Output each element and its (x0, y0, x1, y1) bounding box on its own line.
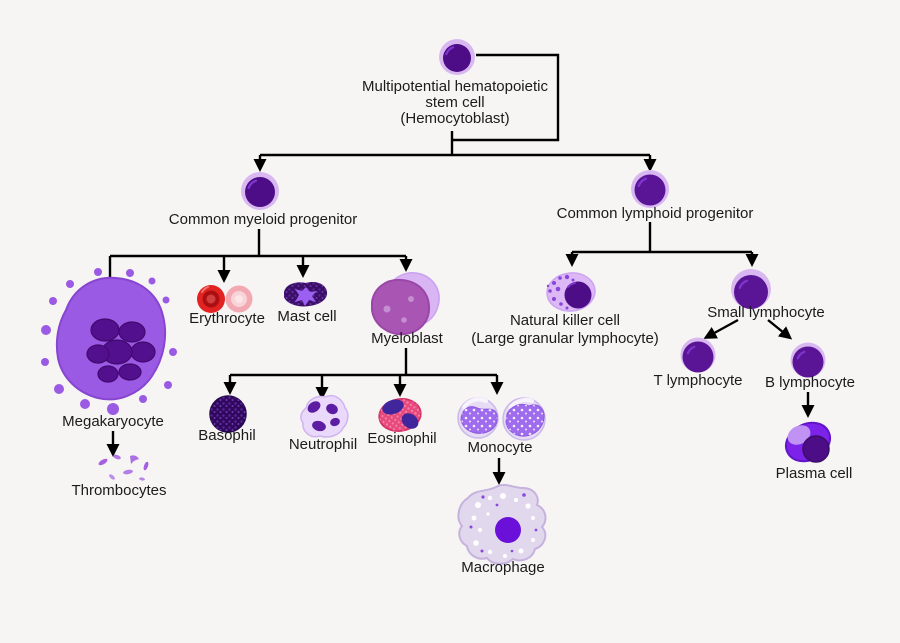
node-monocyte: Monocyte (457, 397, 546, 456)
monocyte-nucleus-speckles (461, 406, 498, 434)
node-megakaryocyte: Megakaryocyte (41, 268, 177, 430)
macrophage-nucleus (495, 517, 521, 543)
mast-cell-nucleus (295, 287, 317, 306)
lymphoid-progenitor-label: Common lymphoid progenitor (557, 205, 754, 222)
node-natural-killer-cell: Natural killer cell (Large granular lymp… (471, 272, 659, 347)
stem-cell-label-line1: Multipotential hematopoietic (362, 78, 548, 95)
node-myeloblast: Myeloblast (371, 272, 444, 347)
lymphoid-progenitor-icon (634, 174, 666, 206)
basophil-label: Basophil (198, 427, 256, 444)
neutrophil-icon (300, 395, 349, 438)
myeloid-progenitor-label: Common myeloid progenitor (169, 211, 357, 228)
plasma-cell-nucleus (802, 435, 830, 463)
basophil-granules (210, 396, 246, 432)
cell-highlight (201, 286, 209, 293)
stem-elbow-line (452, 53, 560, 142)
eosinophil-nucleus (382, 399, 419, 429)
erythrocyte-pale-glow (235, 295, 243, 303)
node-b-lymphocyte: B lymphocyte (765, 342, 855, 391)
macrophage-granules (469, 493, 538, 553)
small-lymphocyte-label: Small lymphocyte (707, 304, 825, 321)
thrombocyte-fragments (98, 454, 149, 481)
node-basophil: Basophil (198, 395, 256, 444)
plasma-cell-patch (787, 425, 811, 445)
neutrophil-label: Neutrophil (289, 436, 357, 453)
cell-highlight (509, 397, 534, 409)
myeloblast-icon (371, 278, 431, 336)
node-plasma-cell: Plasma cell (776, 421, 853, 482)
nk-cell-label-line1: Natural killer cell (510, 312, 620, 329)
erythrocyte-center-glow (206, 294, 216, 304)
megakaryocyte-buds (41, 268, 177, 415)
connector-lines (103, 53, 815, 485)
macrophage-label: Macrophage (461, 559, 544, 576)
node-lymphoid-progenitor: Common lymphoid progenitor (557, 170, 754, 222)
myeloblast-label: Myeloblast (371, 330, 444, 347)
plasma-cell-label: Plasma cell (776, 465, 853, 482)
stem-cell-label-line2: stem cell (425, 94, 484, 111)
node-neutrophil: Neutrophil (289, 395, 357, 453)
arrow-to-b-lymphocyte (767, 319, 793, 340)
neutrophil-nucleus-lobes (307, 401, 340, 432)
stem-cell-icon (443, 44, 471, 72)
t-lymphocyte-label: T lymphocyte (654, 372, 743, 389)
b-lymphocyte-label: B lymphocyte (765, 374, 855, 391)
t-lymphocyte-icon (682, 341, 714, 373)
node-erythrocyte: Erythrocyte (189, 285, 265, 327)
macrophage-vacuoles (471, 493, 535, 558)
node-macrophage: Macrophage (457, 484, 547, 576)
b-lymphocyte-icon (792, 346, 824, 378)
nk-cell-label-line2: (Large granular lymphocyte) (471, 330, 659, 347)
monocyte-second-nucleus-speckles (506, 404, 545, 437)
nk-cell-nucleus (564, 281, 592, 309)
megakaryocyte-label: Megakaryocyte (62, 413, 164, 430)
mast-cell-label: Mast cell (277, 308, 336, 325)
cell-highlight (462, 397, 488, 409)
node-eosinophil: Eosinophil (367, 398, 437, 447)
eosinophil-label: Eosinophil (367, 430, 436, 447)
megakaryocyte-nucleus (86, 318, 156, 383)
erythrocyte-label: Erythrocyte (189, 310, 265, 327)
arrow-to-t-lymphocyte (703, 318, 739, 339)
cell-highlight (567, 282, 576, 288)
nk-cell-granules (546, 274, 575, 310)
node-small-lymphocyte: Small lymphocyte (707, 269, 825, 321)
node-thrombocytes: Thrombocytes (71, 454, 167, 499)
monocyte-label: Monocyte (467, 439, 532, 456)
myeloid-progenitor-icon (245, 177, 275, 207)
node-t-lymphocyte: T lymphocyte (654, 337, 743, 389)
thrombocytes-label: Thrombocytes (71, 482, 166, 499)
node-myeloid-progenitor: Common myeloid progenitor (169, 172, 357, 228)
stem-cell-label-line3: (Hemocytoblast) (400, 110, 509, 127)
node-mast-cell: Mast cell (277, 282, 337, 325)
node-stem-cell: Multipotential hematopoietic stem cell (… (362, 39, 548, 127)
myeloblast-spots (383, 296, 414, 323)
